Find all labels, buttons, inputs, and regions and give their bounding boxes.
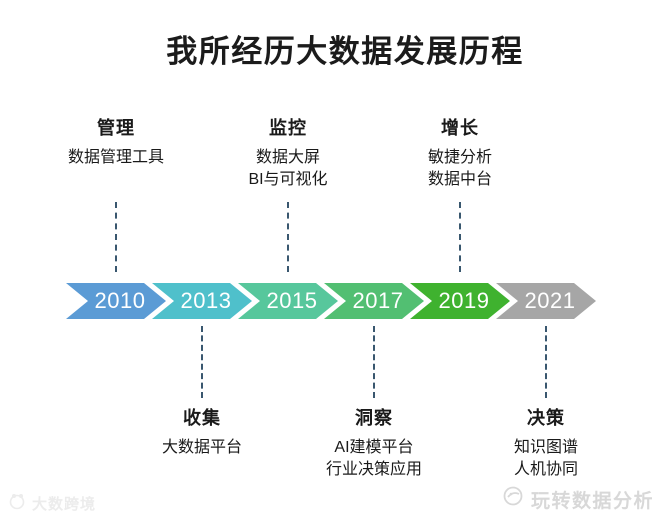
timeline-chevron-row: 2010 2013 2015 2017 2019 2021 [66, 283, 596, 319]
connector-line-bottom-2017 [373, 326, 375, 398]
year-label: 2010 [94, 288, 146, 313]
milestone-heading: 收集 [182, 408, 221, 428]
milestone-description: 大数据平台 [161, 439, 243, 456]
milestone-description: 敏捷分析 [427, 149, 493, 166]
timeline-chevron-2013: 2013 [152, 283, 252, 319]
watermark-left-text: 大数跨境 [32, 495, 97, 513]
milestone-2013: 收集大数据平台 [162, 404, 242, 459]
milestone-description: 人机协同 [513, 461, 579, 478]
milestone-description: 数据大屏 [255, 149, 320, 166]
milestone-2017: 洞察 AI建模平台行业决策应用 [326, 404, 422, 481]
timeline-chevron-2010: 2010 [66, 283, 166, 319]
watermark-bottom-right: 玩转数据分析 [501, 485, 654, 513]
connector-line-top-2010 [115, 202, 117, 272]
timeline-chevron-2021: 2021 [496, 283, 596, 319]
milestone-heading: 决策 [526, 408, 565, 428]
watermark-bottom-left: 大数跨境 [8, 492, 96, 514]
milestone-description: 数据中台 [427, 171, 493, 188]
milestone-2015: 监控数据大屏 BI与可视化 [248, 114, 327, 191]
connector-line-top-2015 [287, 202, 289, 272]
connector-line-bottom-2013 [201, 326, 203, 398]
year-label: 2019 [438, 288, 490, 313]
year-label: 2021 [524, 288, 576, 313]
milestone-description: AI建模平台 [334, 439, 414, 456]
milestone-description: BI与可视化 [248, 171, 328, 188]
milestone-description: 行业决策应用 [325, 461, 423, 478]
milestone-heading: 监控 [269, 118, 307, 138]
watermark-right-text: 玩转数据分析 [530, 490, 654, 512]
timeline-chevron-2019: 2019 [410, 283, 510, 319]
swirl-bird-icon [501, 485, 525, 513]
milestone-2019: 增长敏捷分析数据中台 [428, 114, 492, 191]
panda-logo-icon [8, 492, 28, 514]
milestone-description: 数据管理工具 [67, 149, 165, 166]
milestone-2010: 管理数据管理工具 [68, 114, 164, 169]
milestone-heading: 洞察 [354, 408, 393, 428]
milestone-heading: 增长 [440, 118, 479, 138]
timeline-chevron-2015: 2015 [238, 283, 338, 319]
timeline-chevron-2017: 2017 [324, 283, 424, 319]
page-title: 我所经历大数据发展历程 [166, 34, 524, 69]
connector-line-bottom-2021 [545, 326, 547, 398]
year-label: 2013 [180, 288, 232, 313]
year-label: 2017 [352, 288, 404, 313]
milestone-2021: 决策知识图谱人机协同 [514, 404, 578, 481]
year-label: 2015 [266, 288, 318, 313]
milestone-heading: 管理 [96, 118, 135, 138]
connector-line-top-2019 [459, 202, 461, 272]
milestone-description: 知识图谱 [513, 439, 579, 456]
